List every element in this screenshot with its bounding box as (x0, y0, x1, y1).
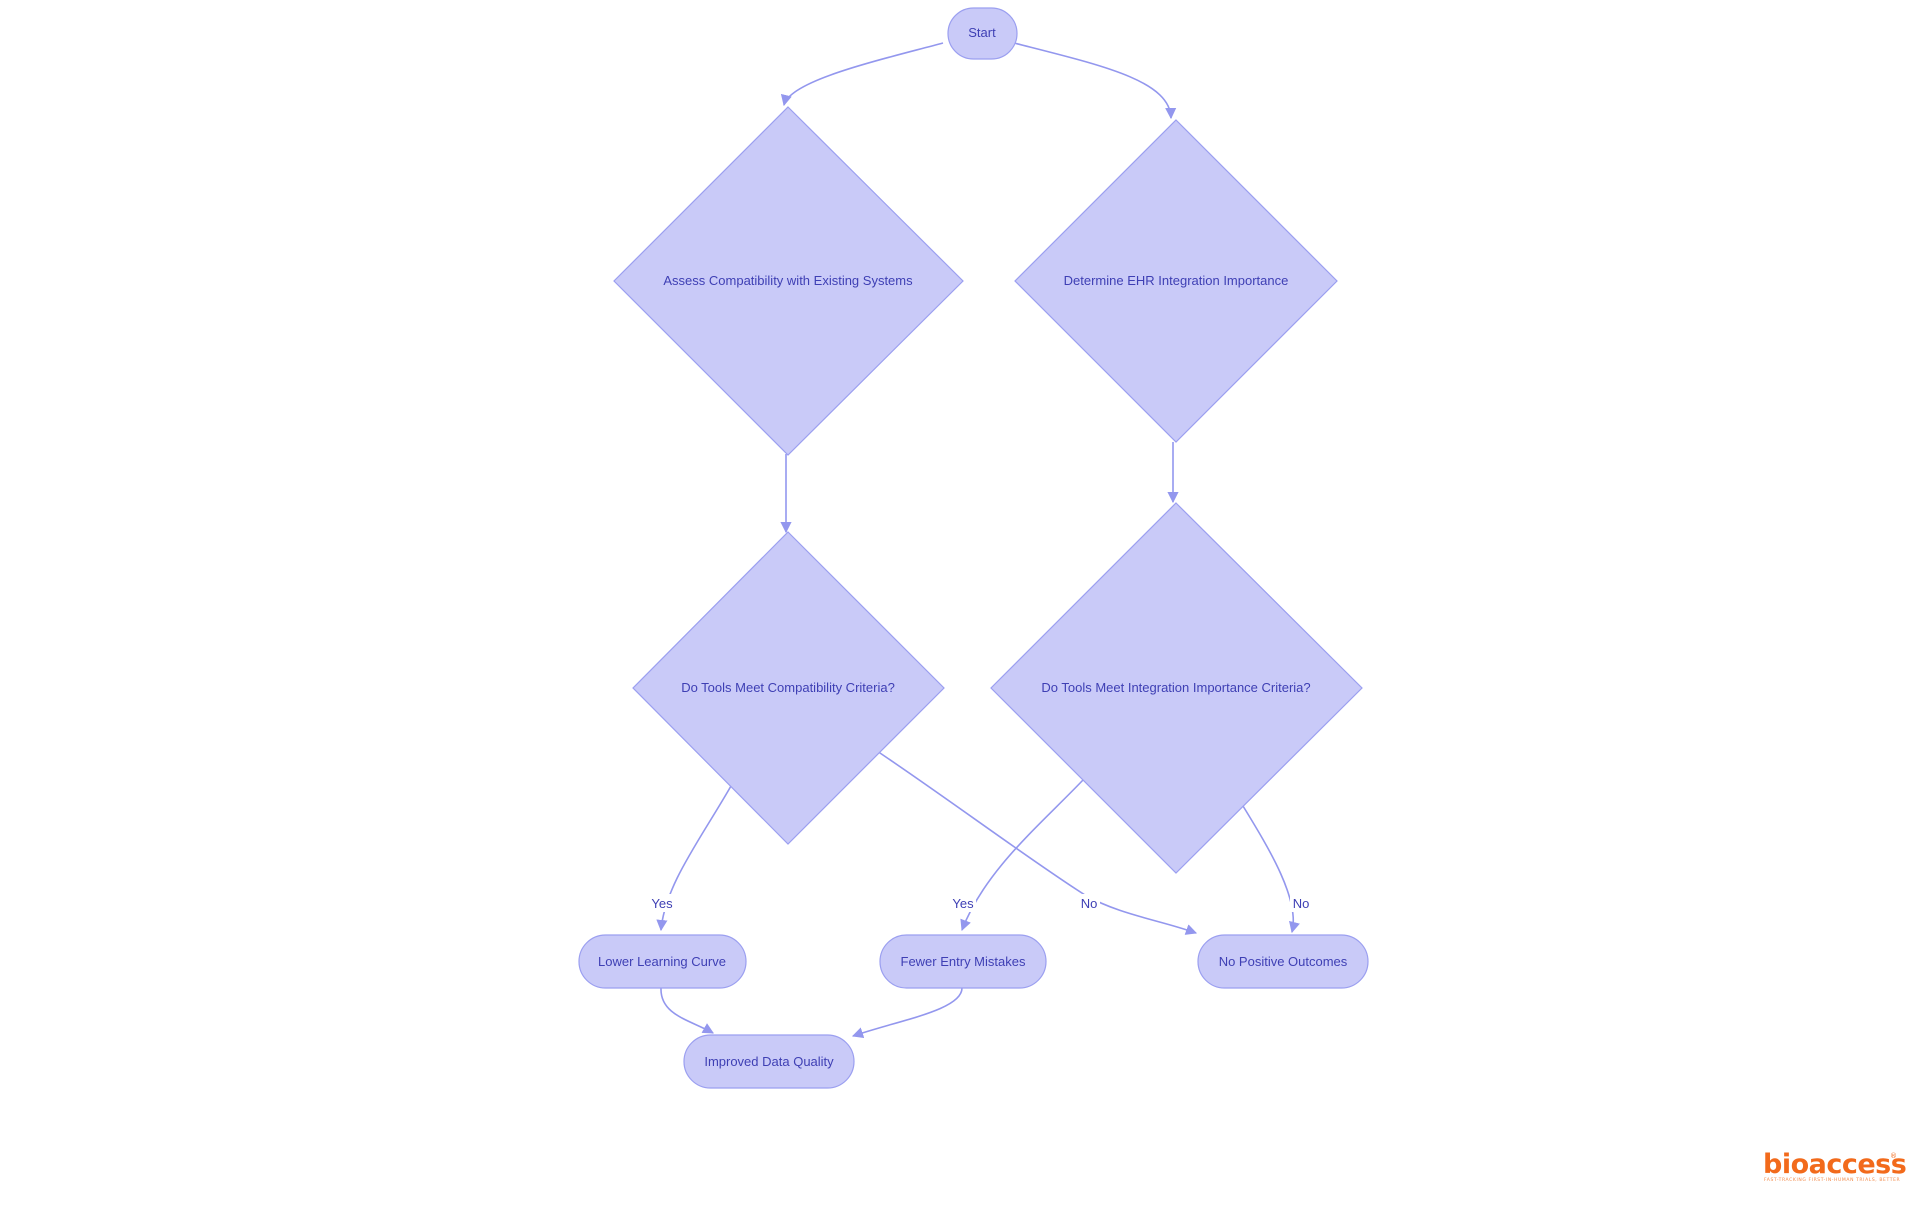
node-fewer-entry-mistakes: Fewer Entry Mistakes (879, 934, 1047, 989)
node-assess-compatibility: Assess Compatibility with Existing Syste… (613, 106, 964, 456)
edge-label-compat-no: No (1078, 894, 1100, 912)
edge-label-integration-no: No (1290, 894, 1312, 912)
bioaccess-logo: bioaccess ® FAST-TRACKING FIRST-IN-HUMAN… (1763, 1149, 1907, 1183)
edge-label-integration-yes: Yes (950, 894, 976, 912)
node-no-positive-outcomes: No Positive Outcomes (1197, 934, 1369, 989)
edge-compat-yes-to-lower-learning (656, 785, 732, 932)
node-improved-data-quality: Improved Data Quality (683, 1034, 855, 1089)
edge-label-integration-no-text: No (1293, 896, 1310, 911)
node-lower-learning-curve-label: Lower Learning Curve (598, 954, 726, 969)
edge-compat-no-to-no-outcomes (876, 750, 1198, 935)
node-integration-criteria-label: Do Tools Meet Integration Importance Cri… (1041, 680, 1310, 695)
edge-fewer-mistakes-to-improved-quality (851, 987, 963, 1039)
node-determine-ehr: Determine EHR Integration Importance (1014, 119, 1338, 443)
node-lower-learning-curve: Lower Learning Curve (578, 934, 747, 989)
node-improved-data-quality-label: Improved Data Quality (704, 1054, 834, 1069)
node-compat-criteria-label: Do Tools Meet Compatibility Criteria? (681, 680, 895, 695)
node-start: Start (947, 7, 1018, 60)
node-no-positive-outcomes-label: No Positive Outcomes (1219, 954, 1348, 969)
edge-start-to-determine (1013, 42, 1177, 120)
edge-label-compat-yes-text: Yes (651, 896, 673, 911)
edge-integration-no-to-no-outcomes (1242, 805, 1300, 934)
edge-label-integration-yes-text: Yes (952, 896, 974, 911)
logo-wordmark: bioaccess (1763, 1149, 1906, 1180)
edge-label-compat-yes: Yes (649, 894, 675, 912)
node-compat-criteria: Do Tools Meet Compatibility Criteria? (632, 531, 945, 845)
node-determine-ehr-label: Determine EHR Integration Importance (1064, 273, 1289, 288)
logo-registered-mark: ® (1890, 1152, 1897, 1160)
edge-label-compat-no-text: No (1081, 896, 1098, 911)
node-start-label: Start (968, 25, 996, 40)
node-integration-criteria: Do Tools Meet Integration Importance Cri… (990, 502, 1363, 874)
edge-start-to-assess (780, 42, 944, 107)
edge-lower-learning-to-improved-quality (660, 987, 714, 1034)
logo-tagline: FAST-TRACKING FIRST-IN-HUMAN TRIALS, BET… (1764, 1177, 1900, 1183)
edge-integration-yes-to-fewer-mistakes (960, 779, 1084, 932)
node-fewer-entry-mistakes-label: Fewer Entry Mistakes (901, 954, 1026, 969)
node-assess-compatibility-label: Assess Compatibility with Existing Syste… (663, 273, 913, 288)
